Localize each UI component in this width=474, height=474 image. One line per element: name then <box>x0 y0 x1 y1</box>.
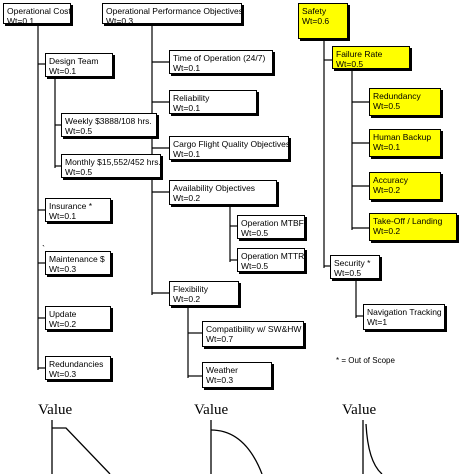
node-weight: Wt=0.6 <box>302 16 330 26</box>
value-label-2: Value <box>194 402 229 418</box>
node-weight: Wt=0.5 <box>241 261 269 271</box>
node-weight: Wt=1 <box>367 317 388 327</box>
node-title: Operation MTBF <box>241 218 304 228</box>
node-title: Design Team <box>49 56 99 66</box>
human-backup-node: Human Backup Wt=0.1 <box>369 129 441 157</box>
node-title: Operational Performance Objectives <box>106 6 242 16</box>
node-weight: Wt=0.5 <box>334 268 362 278</box>
failure-rate-node: Failure Rate Wt=0.5 <box>332 46 410 69</box>
node-title: Weather <box>206 365 238 375</box>
time-of-operation-node: Time of Operation (24/7) Wt=0.1 <box>169 50 273 74</box>
node-weight: Wt=0.5 <box>241 228 269 238</box>
node-title: Insurance * <box>49 201 92 211</box>
value-label-3: Value <box>342 402 377 418</box>
node-weight: Wt=0.7 <box>206 334 234 344</box>
node-weight: Wt=0.1 <box>173 103 201 113</box>
node-title: Weekly $3888/108 hrs. <box>65 116 152 126</box>
node-weight: Wt=0.1 <box>49 211 77 221</box>
node-title: Update <box>49 309 77 319</box>
maintenance-node: Maintenance $ Wt=0.3 <box>45 251 111 275</box>
node-title: Maintenance $ <box>49 254 105 264</box>
node-weight: Wt=0.5 <box>373 101 401 111</box>
node-title: Time of Operation (24/7) <box>173 53 266 63</box>
node-title: Security * <box>334 258 371 268</box>
security-node: Security * Wt=0.5 <box>330 255 380 279</box>
node-weight: Wt=0.2 <box>373 226 401 236</box>
flexibility-node: Flexibility Wt=0.2 <box>169 281 239 306</box>
node-title: Operational Cost <box>7 6 71 16</box>
node-title: Monthly $15,552/452 hrs. <box>65 157 161 167</box>
node-weight: Wt=0.1 <box>49 66 77 76</box>
node-title: Take-Off / Landing <box>373 216 443 226</box>
takeoff-landing-node: Take-Off / Landing Wt=0.2 <box>369 213 457 241</box>
insurance-node: Insurance * Wt=0.1 <box>45 198 111 222</box>
node-weight: Wt=0.1 <box>173 63 201 73</box>
node-title: Accuracy <box>373 175 408 185</box>
node-weight: Wt=0.3 <box>206 375 234 385</box>
operational-cost-node: Operational Cost Wt=0.1 <box>3 3 71 24</box>
operational-performance-node: Operational Performance Objectives Wt=0.… <box>102 3 242 24</box>
node-title: Cargo Flight Quality Objectives <box>173 139 289 149</box>
node-weight: Wt=0.1 <box>7 16 35 24</box>
navigation-tracking-node: Navigation Tracking Wt=1 <box>363 304 445 330</box>
value-curve-concave <box>210 429 263 474</box>
node-weight: Wt=0.2 <box>173 193 201 203</box>
node-weight: Wt=0.5 <box>65 167 93 177</box>
node-weight: Wt=0.5 <box>65 126 93 136</box>
monthly-cost-node: Monthly $15,552/452 hrs. Wt=0.5 <box>61 154 161 178</box>
node-title: Operation MTTR <box>241 251 305 261</box>
value-label-1: Value <box>38 402 73 418</box>
node-title: Redundancy <box>373 91 421 101</box>
value-curve-linear <box>52 427 111 474</box>
out-of-scope-note: * = Out of Scope <box>336 356 395 365</box>
node-weight: Wt=0.1 <box>373 142 401 152</box>
node-title: Failure Rate <box>336 49 383 59</box>
reliability-node: Reliability Wt=0.1 <box>169 90 257 114</box>
node-weight: Wt=0.2 <box>373 185 401 195</box>
accuracy-node: Accuracy Wt=0.2 <box>369 172 441 200</box>
cargo-flight-quality-node: Cargo Flight Quality Objectives Wt=0.1 <box>169 136 289 160</box>
node-weight: Wt=0.3 <box>49 264 77 274</box>
operation-mttr-node: Operation MTTR Wt=0.5 <box>237 248 305 272</box>
design-team-node: Design Team Wt=0.1 <box>45 53 113 77</box>
stray-mark: ` <box>42 244 45 254</box>
node-title: Compatibility w/ SW&HW <box>206 324 302 334</box>
update-node: Update Wt=0.2 <box>45 306 111 330</box>
node-weight: Wt=0.2 <box>49 319 77 329</box>
node-title: Availability Objectives <box>173 183 256 193</box>
node-title: Redundancies <box>49 359 104 369</box>
node-weight: Wt=0.3 <box>106 16 134 24</box>
node-title: Human Backup <box>373 132 432 142</box>
node-weight: Wt=0.1 <box>173 149 201 159</box>
availability-objectives-node: Availability Objectives Wt=0.2 <box>169 180 277 205</box>
node-title: Flexibility <box>173 284 208 294</box>
node-title: Reliability <box>173 93 210 103</box>
node-weight: Wt=0.2 <box>173 294 201 304</box>
compatibility-node: Compatibility w/ SW&HW Wt=0.7 <box>202 321 304 347</box>
node-title: Safety <box>302 6 327 16</box>
node-weight: Wt=0.3 <box>49 369 77 379</box>
node-title: Navigation Tracking <box>367 307 442 317</box>
node-weight: Wt=0.5 <box>336 59 364 69</box>
redundancies-node: Redundancies Wt=0.3 <box>45 356 111 380</box>
value-curve-convex <box>365 423 383 474</box>
redundancy-node: Redundancy Wt=0.5 <box>369 88 441 116</box>
safety-node: Safety Wt=0.6 <box>298 3 348 39</box>
weekly-cost-node: Weekly $3888/108 hrs. Wt=0.5 <box>61 113 157 137</box>
weather-node: Weather Wt=0.3 <box>202 362 272 388</box>
operation-mtbf-node: Operation MTBF Wt=0.5 <box>237 215 305 239</box>
